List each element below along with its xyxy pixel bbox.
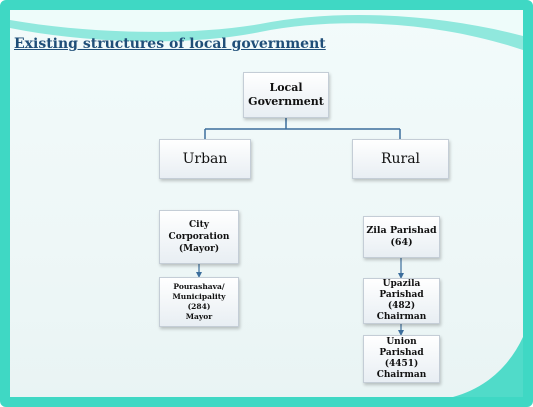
corner-decoration: [453, 337, 523, 397]
node-pourashava: Pourashava/ Municipality (284) Mayor: [159, 277, 239, 327]
node-label-line: Corporation: [168, 232, 230, 242]
node-label-line: Municipality (284): [172, 292, 226, 311]
node-label-line: City: [189, 220, 209, 230]
node-label: Urban: [182, 151, 228, 167]
node-label-line: Union: [386, 337, 417, 347]
node-label-line: Chairman: [376, 312, 427, 322]
node-urban: Urban: [159, 139, 251, 179]
node-label-line: Zila Parishad: [366, 225, 437, 236]
node-label-line: Local: [269, 81, 303, 94]
node-label-line: Pourashava/: [173, 282, 225, 291]
node-label-line: Upazila: [382, 279, 421, 289]
node-zila-parishad: Zila Parishad (64): [363, 216, 440, 258]
header-swoosh: [10, 10, 523, 50]
node-union-parishad: Union Parishad (4451) Chairman: [363, 335, 440, 383]
node-label-line: Government: [248, 95, 324, 108]
node-local-government: Local Government: [243, 72, 329, 118]
node-label: Rural: [380, 151, 421, 167]
slide-title: Existing structures of local government: [14, 36, 326, 52]
node-city-corporation: City Corporation (Mayor): [159, 210, 239, 264]
node-label-line: (64): [390, 237, 413, 248]
node-label-line: (Mayor): [178, 244, 220, 254]
node-label-line: Chairman: [376, 370, 427, 380]
node-label-line: Parishad (4451): [379, 348, 424, 369]
node-label-line: Parishad (482): [379, 290, 424, 311]
node-label-line: Mayor: [185, 312, 213, 321]
node-rural: Rural: [352, 139, 449, 179]
node-upazila-parishad: Upazila Parishad (482) Chairman: [363, 278, 440, 324]
